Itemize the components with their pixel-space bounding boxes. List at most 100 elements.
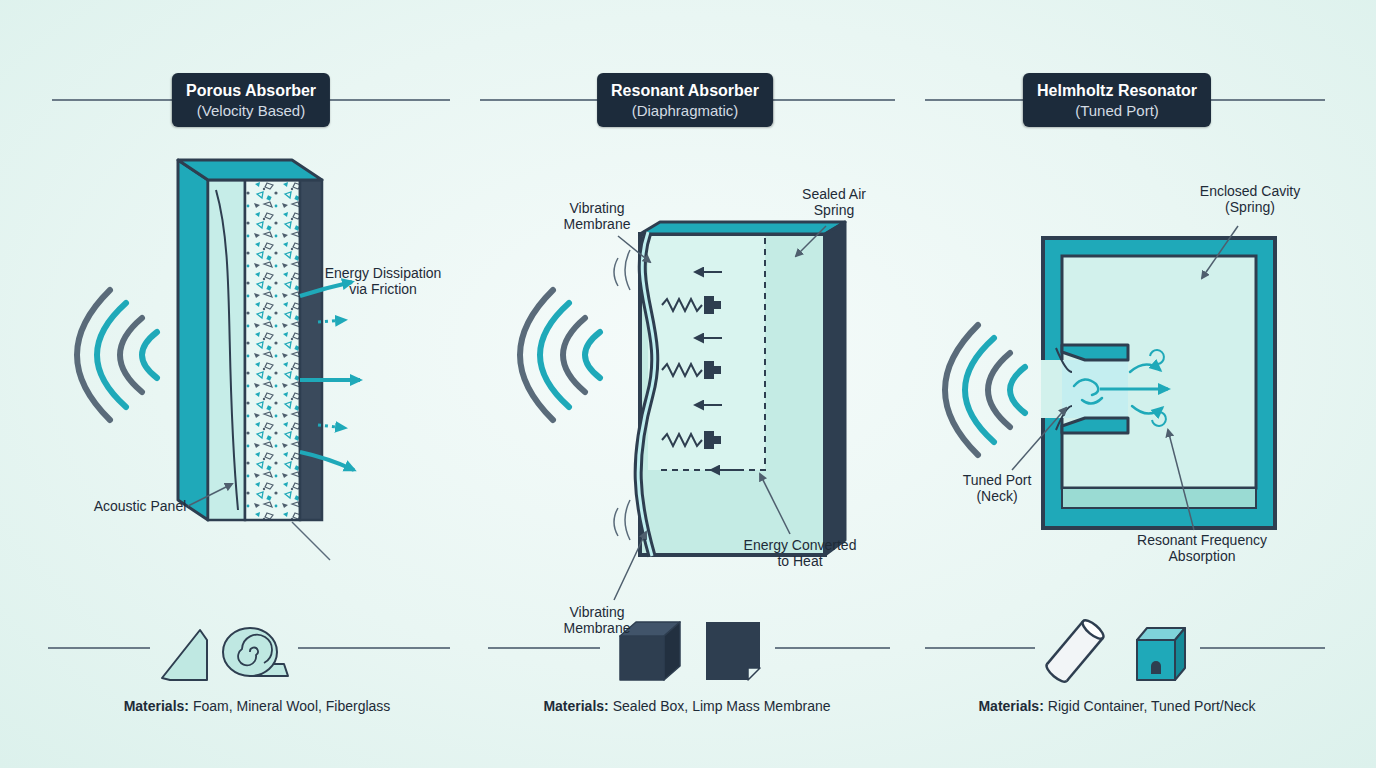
spring-group: [662, 299, 702, 446]
mass-knob: [714, 436, 721, 444]
vibration-lines: [614, 500, 630, 540]
leader-arrow: [1168, 430, 1194, 530]
energy-arrow: [300, 452, 354, 470]
mass-block: [704, 361, 714, 379]
neck-plate: [1062, 345, 1128, 360]
energy-arrow: [300, 378, 360, 382]
air-swirl: [1150, 350, 1166, 426]
callout-label: Vibrating Membrane: [551, 604, 643, 636]
wool-roll-icon: [223, 628, 277, 676]
port-opening: [1041, 360, 1065, 418]
membrane: [638, 232, 655, 556]
section-header: Resonant Absorber(Diaphragmatic): [597, 73, 773, 127]
rule-line: [925, 647, 1035, 649]
cube-icon: [620, 636, 664, 680]
header-subtitle: (Tuned Port): [1075, 101, 1159, 120]
pressure-arrow: [712, 469, 740, 471]
rule-line: [48, 647, 150, 649]
materials-heading: Materials:: [543, 698, 608, 714]
sound-waves: [520, 290, 600, 420]
container-side: [1175, 628, 1185, 680]
membrane-sheet-icon: [706, 622, 760, 680]
material-icons: [162, 617, 1185, 684]
header-subtitle: (Diaphragmatic): [632, 101, 739, 120]
header-title: Resonant Absorber: [611, 81, 759, 101]
acoustic-panel-illustration: [178, 160, 360, 560]
box-side: [825, 222, 845, 555]
materials-line: Materials:Foam, Mineral Wool, Fiberglass: [124, 698, 391, 714]
materials-heading: Materials:: [978, 698, 1043, 714]
callout-label: Sealed Air Spring: [792, 186, 876, 218]
tube-end: [1080, 617, 1106, 641]
callout-label: Energy Dissipation via Friction: [317, 265, 449, 297]
mass-knob: [714, 301, 721, 309]
rule-line: [298, 647, 450, 649]
air-arrow: [1100, 388, 1168, 391]
cavity-base: [1062, 488, 1256, 508]
helmholtz-illustration: [1012, 226, 1275, 530]
air-swirl: [1074, 379, 1102, 403]
leader-arrow: [188, 484, 232, 506]
sheet-fold: [748, 668, 760, 680]
panel-back: [300, 180, 322, 520]
spring: [662, 364, 702, 376]
tube-edge: [1067, 638, 1103, 681]
air-swirl: [1132, 406, 1162, 414]
rule-line: [312, 99, 450, 101]
leader-arrow: [618, 236, 650, 262]
container-hole: [1151, 661, 1161, 674]
leader-arrow: [1012, 408, 1066, 470]
cube-side: [664, 622, 680, 680]
callout-label: Acoustic Panel: [80, 498, 200, 514]
tube-edge: [1047, 621, 1083, 664]
pressure-arrow: [696, 271, 722, 273]
energy-arrow: [318, 320, 345, 322]
roll-spiral: [238, 635, 272, 666]
callout-label: Vibrating Membrane: [551, 200, 643, 232]
energy-arrow: [300, 282, 352, 296]
dashed-boundary: [660, 238, 765, 470]
spring: [662, 299, 702, 311]
sound-waves: [945, 325, 1025, 455]
materials-list: Rigid Container, Tuned Port/Neck: [1048, 698, 1256, 714]
porous-core: [245, 180, 300, 520]
header-subtitle: (Velocity Based): [197, 101, 305, 120]
container-icon: [1137, 640, 1175, 680]
neck-plate: [1062, 418, 1128, 433]
mass-block: [704, 431, 714, 449]
header-title: Helmholtz Resonator: [1037, 81, 1197, 101]
tube-icon: [1044, 617, 1106, 684]
spring: [662, 434, 702, 446]
mass-group: [704, 296, 721, 449]
materials-line: Materials: Rigid Container, Tuned Port/Ne…: [978, 698, 1255, 714]
mass-knob: [714, 366, 721, 374]
leader-arrow: [614, 532, 646, 600]
materials-line: Materials: Sealed Box, Limp Mass Membrane: [543, 698, 830, 714]
rule-line: [52, 99, 190, 101]
cavity: [1062, 256, 1256, 488]
materials-list: Sealed Box, Limp Mass Membrane: [613, 698, 831, 714]
materials-heading: Materials:: [124, 698, 189, 714]
callout-label: Tuned Port (Neck): [953, 472, 1041, 504]
vibration-lines: [614, 250, 630, 290]
panel-curve: [216, 190, 238, 510]
air-region: [648, 236, 765, 470]
membrane-highlight: [638, 232, 655, 556]
mass-block: [704, 296, 714, 314]
panel-side: [178, 160, 208, 520]
panel-layer: [208, 180, 245, 520]
header-title: Porous Absorber: [186, 81, 316, 101]
leader-arrow: [760, 474, 790, 534]
materials-list: Foam, Mineral Wool, Fiberglass: [193, 698, 390, 714]
foam-wedge-icon: [162, 630, 207, 680]
section-header: Porous Absorber(Velocity Based): [172, 73, 330, 127]
leader-arrow: [1202, 226, 1238, 278]
sound-waves: [77, 290, 157, 420]
rule-line: [1200, 647, 1325, 649]
pressure-arrow: [696, 404, 722, 406]
rule-line: [775, 647, 890, 649]
air-swirl: [1130, 364, 1160, 372]
resonator-shell: [1043, 238, 1275, 528]
rule-line: [488, 647, 600, 649]
